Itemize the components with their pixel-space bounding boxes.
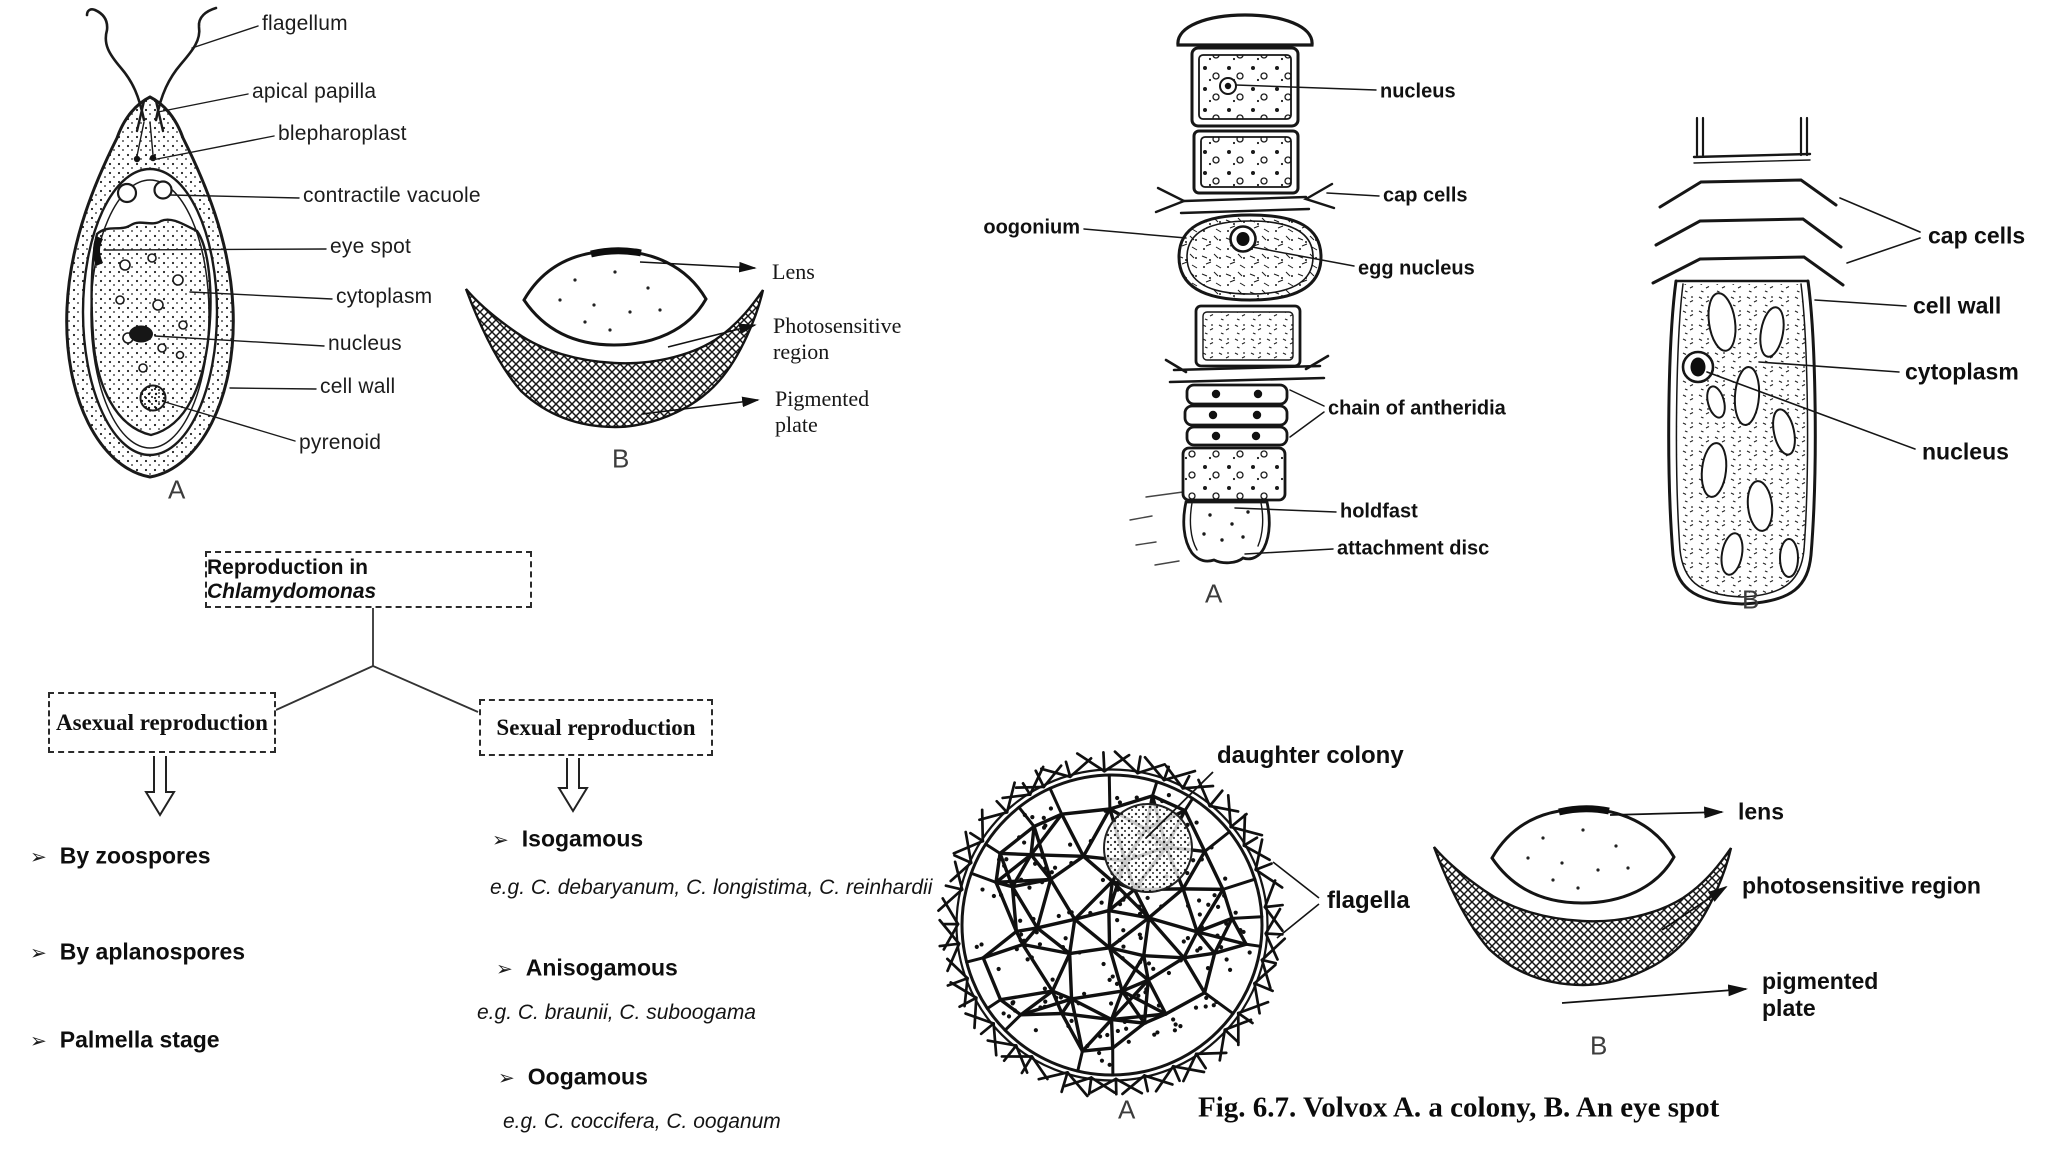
bullet-icon: ➢ xyxy=(30,846,47,869)
apical-cap xyxy=(1176,13,1314,47)
label-lens-left: Lens xyxy=(772,259,815,284)
contractile-vacuole-left xyxy=(116,182,138,204)
oedogonium-filament-drawing xyxy=(1083,13,1380,566)
hollow-arrow-asexual xyxy=(144,756,176,817)
label-photosensitive-left: Photosensitive region xyxy=(773,313,902,364)
label-cell-cell-wall: cell wall xyxy=(1913,292,2002,319)
panel-letter-a-volvox: A xyxy=(1118,1094,1136,1125)
blepharoplast-granule xyxy=(133,155,141,163)
asexual-title: Asexual reproduction xyxy=(56,709,268,735)
nucleus-blob xyxy=(129,325,153,343)
label-daughter-colony: daughter colony xyxy=(1217,742,1404,769)
label-flagellum: flagellum xyxy=(262,12,348,35)
cap-cells-skirts xyxy=(1651,178,1845,287)
antheridia-chain xyxy=(1183,383,1289,447)
label-pyrenoid: pyrenoid xyxy=(299,431,382,454)
flowchart-asexual-box: Asexual reproduction xyxy=(48,692,276,753)
chlamydomonas-cell-drawing xyxy=(65,6,333,479)
label-nucleus: nucleus xyxy=(328,332,402,355)
chlamydomonas-leader-lines xyxy=(103,25,333,442)
bullet-icon: ➢ xyxy=(30,1030,47,1053)
example-isogamous: e.g. C. debaryanum, C. longistima, C. re… xyxy=(490,876,933,899)
flowchart-sexual-box: Sexual reproduction xyxy=(479,699,713,756)
flowchart-connectors xyxy=(144,608,589,817)
eyespot-drawing-right xyxy=(1434,809,1748,1004)
label-cell-cap-cells: cap cells xyxy=(1928,222,2026,249)
flowchart-root-title: Reproduction in Chlamydomonas xyxy=(207,555,377,603)
label-apical-papilla: apical papilla xyxy=(252,80,377,103)
sexual-title: Sexual reproduction xyxy=(496,714,696,740)
label-pigmented-left: Pigmented plate xyxy=(775,386,870,437)
panel-letter-b-oedogonium: B xyxy=(1742,584,1760,615)
flagellum-right xyxy=(154,6,218,122)
list-item-isogamous: ➢ Isogamous xyxy=(492,825,644,852)
contractile-vacuole-right xyxy=(153,180,173,200)
label-pigmented-right: pigmented plate xyxy=(1762,968,1879,1022)
hollow-arrow-sexual xyxy=(557,758,589,813)
panel-letter-a-oedogonium: A xyxy=(1205,578,1223,609)
example-oogamous: e.g. C. coccifera, C. ooganum xyxy=(503,1110,781,1133)
label-lens-right: lens xyxy=(1738,798,1785,825)
volvox-colony-drawing xyxy=(937,750,1320,1098)
bullet-icon: ➢ xyxy=(496,958,513,981)
oogonium-body xyxy=(1177,213,1323,302)
cell-leader-lines xyxy=(1706,197,1921,450)
label-chain-of-antheridia: chain of antheridia xyxy=(1328,397,1506,420)
list-item-palmella: ➢ Palmella stage xyxy=(30,1026,220,1053)
label-filament-nucleus: nucleus xyxy=(1380,80,1456,103)
oedogonium-cell-drawing xyxy=(1651,116,1921,606)
pyrenoid-body xyxy=(139,384,167,412)
chloroplast-ovals xyxy=(1700,292,1799,578)
panel-letter-b-eyespot-right: B xyxy=(1590,1030,1608,1061)
label-eye-spot: eye spot xyxy=(330,235,411,258)
label-attachment-disc: attachment disc xyxy=(1337,537,1490,560)
list-item-anisogamous: ➢ Anisogamous xyxy=(496,954,678,981)
flowchart-root-box: Reproduction in Chlamydomonas xyxy=(205,551,532,608)
panel-letter-b-eyespot-left: B xyxy=(612,443,630,474)
cap-cells-rings xyxy=(1154,182,1336,215)
label-holdfast: holdfast xyxy=(1340,500,1418,523)
label-photosensitive-right: photosensitive region xyxy=(1742,872,1981,899)
bullet-icon: ➢ xyxy=(30,942,47,965)
label-blepharoplast: blepharoplast xyxy=(278,122,407,145)
panel-letter-a-chlamydomonas: A xyxy=(168,474,186,505)
label-filament-cap-cells: cap cells xyxy=(1383,184,1468,207)
list-item-zoospores: ➢ By zoospores xyxy=(30,842,211,869)
flagellum-left xyxy=(85,8,146,122)
bullet-icon: ➢ xyxy=(498,1067,515,1090)
label-contractile-vacuole: contractile vacuole xyxy=(303,184,481,207)
list-item-oogamous: ➢ Oogamous xyxy=(498,1063,648,1090)
label-cell-wall: cell wall xyxy=(320,375,396,398)
label-egg-nucleus: egg nucleus xyxy=(1358,257,1475,280)
label-cell-cytoplasm: cytoplasm xyxy=(1905,358,2019,385)
figure-caption: Fig. 6.7. Volvox A. a colony, B. An eye … xyxy=(1198,1091,1720,1124)
example-anisogamous: e.g. C. braunii, C. suboogama xyxy=(477,1001,756,1024)
eyespot-drawing-left xyxy=(466,251,763,427)
eye-spot-mark xyxy=(93,236,103,266)
oedogonium-leader-lines xyxy=(1083,84,1380,555)
holdfast-body xyxy=(1182,500,1271,565)
label-oogonium: oogonium xyxy=(983,216,1080,239)
label-cell-nucleus: nucleus xyxy=(1922,438,2009,465)
label-cytoplasm: cytoplasm xyxy=(336,285,433,308)
bullet-icon: ➢ xyxy=(492,829,509,852)
list-item-aplanospores: ➢ By aplanospores xyxy=(30,938,246,965)
label-flagella: flagella xyxy=(1327,887,1410,914)
